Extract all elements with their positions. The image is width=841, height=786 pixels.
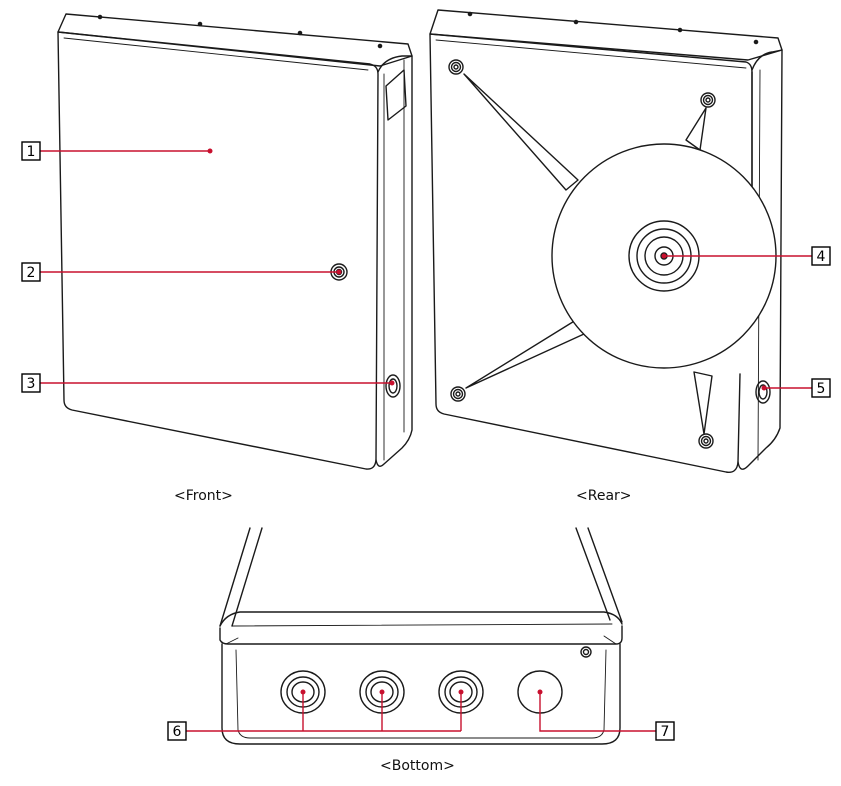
callout-4: 4: [811, 246, 831, 266]
front-top-lid: [57, 13, 413, 67]
callout-3: 3: [21, 373, 41, 393]
bottom-screw: [580, 646, 592, 658]
rear-side-port: [755, 380, 771, 404]
svg-text:4: 4: [817, 249, 826, 265]
svg-text:6: 6: [173, 724, 182, 740]
magnifier-spike: [463, 73, 579, 191]
rear-mount-bolt: [700, 92, 716, 108]
leader-line-3: [40, 380, 395, 386]
svg-text:3: 3: [27, 376, 36, 392]
front-face: [57, 31, 379, 470]
leader-line-5: [761, 385, 812, 391]
rear-view-cabinet: [429, 9, 783, 473]
rear-top-lid: [429, 9, 783, 61]
svg-text:1: 1: [27, 144, 36, 160]
leader-line-4: [661, 253, 812, 259]
rear-mount-bolt: [448, 59, 464, 75]
leader-line-2: [40, 269, 342, 275]
leader-line-1: [40, 148, 213, 154]
caption-rear: <Rear>: [576, 488, 632, 504]
bottom-panel: [221, 643, 621, 745]
leader-line-7: [537, 689, 656, 732]
callout-6: 6: [167, 721, 187, 741]
caption-front: <Front>: [174, 488, 233, 504]
magnifier-spike: [465, 319, 585, 389]
front-view-cabinet: [57, 13, 413, 470]
leader-line-6: [186, 689, 464, 732]
callout-5: 5: [811, 378, 831, 398]
callout-7: 7: [655, 721, 675, 741]
bottom-view-cabinet: [219, 527, 623, 745]
rear-mount-bolt: [698, 433, 714, 449]
svg-text:7: 7: [661, 724, 670, 740]
rear-side-face: [737, 49, 783, 470]
magnifier-spike: [685, 107, 707, 151]
svg-text:2: 2: [27, 265, 36, 281]
callout-1: 1: [21, 141, 41, 161]
svg-text:5: 5: [817, 381, 826, 397]
magnifier-spike: [693, 371, 713, 435]
front-side-face: [375, 55, 413, 467]
front-side-port: [385, 374, 401, 398]
caption-bottom: <Bottom>: [380, 758, 455, 774]
callout-2: 2: [21, 262, 41, 282]
rear-mount-bolt: [450, 386, 466, 402]
